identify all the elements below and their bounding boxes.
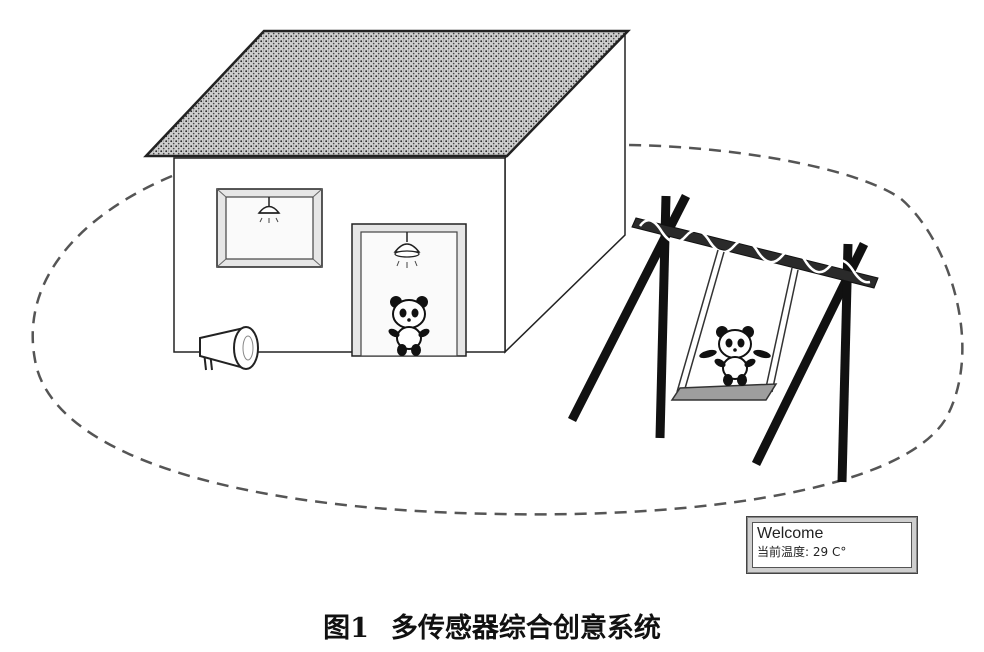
door xyxy=(351,223,467,357)
figure-title: 多传感器综合创意系统 xyxy=(390,613,661,644)
panda xyxy=(699,325,771,387)
window xyxy=(216,188,323,268)
speaker-icon xyxy=(199,326,259,371)
figure-label: 图1 xyxy=(323,613,369,644)
temperature-display: Welcome 当前温度: 29 C° xyxy=(746,516,918,574)
swing xyxy=(567,193,879,483)
ceiling-lamp-icon xyxy=(257,197,281,223)
swing-seat xyxy=(670,383,778,401)
ceiling-lamp-icon xyxy=(393,232,421,268)
roof xyxy=(143,29,631,158)
house xyxy=(143,29,631,371)
display-screen: Welcome 当前温度: 29 C° xyxy=(752,522,912,568)
figure-caption: 图1 多传感器综合创意系统 xyxy=(0,606,984,645)
temperature-label: 当前温度: xyxy=(757,545,810,559)
temperature-value: 29 C° xyxy=(812,545,847,559)
display-greeting: Welcome xyxy=(757,525,824,542)
display-temperature-row: 当前温度: 29 C° xyxy=(757,543,907,561)
scene-illustration xyxy=(31,29,964,516)
sensor-range-boundary xyxy=(31,143,964,516)
